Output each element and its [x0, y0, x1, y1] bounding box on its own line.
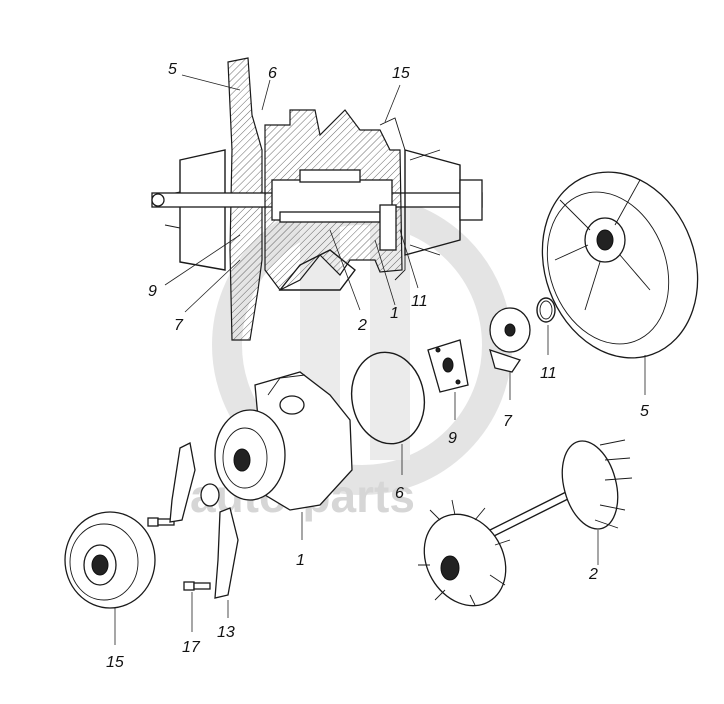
section-view — [151, 57, 483, 341]
callout-11-exploded: 11 — [540, 365, 557, 382]
callout-6-exploded: 6 — [395, 485, 404, 502]
part-2-turbine-shaft — [418, 439, 633, 607]
part-15-heat-shield — [64, 511, 156, 609]
callout-2-exploded: 2 — [588, 566, 598, 583]
callout-5-section: 5 — [168, 61, 177, 78]
callout-15-section: 15 — [392, 65, 410, 82]
callout-7-exploded: 7 — [503, 413, 513, 430]
callout-1-exploded: 1 — [296, 552, 305, 569]
callout-9-section: 9 — [148, 283, 157, 300]
part-17-bolts — [147, 517, 211, 591]
callout-6-section: 6 — [268, 65, 277, 82]
callout-11-section: 11 — [411, 293, 428, 310]
part-1-bearing-housing — [214, 371, 353, 511]
part-6-o-ring — [350, 351, 426, 445]
part-9-thrust-bearing — [427, 339, 469, 393]
section-callouts: 5 6 15 9 7 2 1 11 — [148, 61, 428, 334]
part-5-back-plate — [541, 171, 699, 359]
callout-2-section: 2 — [357, 317, 367, 334]
callout-17-exploded: 17 — [182, 639, 201, 656]
callout-13-exploded: 13 — [217, 624, 235, 641]
callout-1-section: 1 — [390, 305, 399, 322]
callout-5-exploded: 5 — [640, 403, 649, 420]
callout-9-exploded: 9 — [448, 430, 457, 447]
callout-7-section: 7 — [174, 317, 184, 334]
part-11-snap-ring — [536, 297, 556, 323]
callout-15-exploded: 15 — [106, 654, 124, 671]
part-13-lock-plates — [169, 442, 239, 599]
part-7-thrust-collar — [489, 307, 531, 373]
